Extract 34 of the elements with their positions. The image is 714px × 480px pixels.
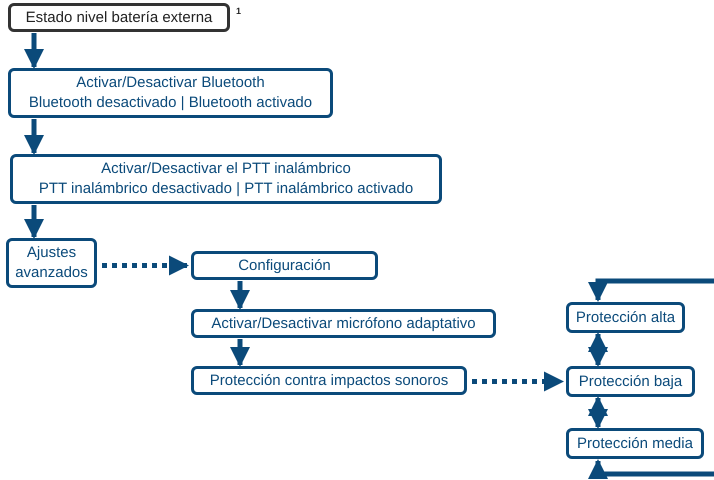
process-box — [6, 238, 97, 288]
box-text: Protección media — [577, 434, 693, 454]
arrow — [588, 278, 714, 302]
process-box — [10, 154, 442, 204]
arrow — [588, 332, 608, 367]
dotted-arrow — [472, 372, 564, 392]
box-text: PTT inalámbrico desactivado | PTT inalámbrico activado — [38, 179, 414, 199]
arrow — [230, 339, 250, 367]
process-box — [191, 251, 378, 280]
arrow — [24, 119, 44, 155]
dotted-arrow — [102, 256, 189, 276]
box-text: Protección baja — [578, 372, 682, 392]
process-box — [566, 302, 685, 333]
process-box — [566, 366, 695, 397]
arrow — [24, 33, 44, 69]
process-box — [8, 3, 230, 32]
box-text: Activar/Desactivar el PTT inalámbrico — [101, 159, 351, 179]
box-text: Bluetooth desactivado | Bluetooth activado — [28, 93, 312, 113]
arrow — [230, 281, 250, 310]
arrow — [588, 459, 714, 479]
box-text: Activar/Desactivar micrófono adaptativo — [211, 314, 476, 334]
arrow — [588, 396, 608, 429]
box-text: Estado nivel batería externa — [26, 8, 212, 28]
process-box — [191, 366, 467, 395]
box-text: Ajustes avanzados — [14, 243, 89, 283]
footnote-mark: 1 — [236, 5, 242, 18]
box-text: Protección contra impactos sonoros — [210, 370, 448, 390]
arrow — [24, 205, 44, 239]
box-text: Configuración — [238, 256, 331, 276]
box-text: Activar/Desactivar Bluetooth — [76, 73, 265, 93]
box-text: Protección alta — [576, 308, 676, 328]
process-box — [191, 309, 496, 338]
process-box — [8, 68, 333, 118]
process-box — [566, 428, 704, 459]
